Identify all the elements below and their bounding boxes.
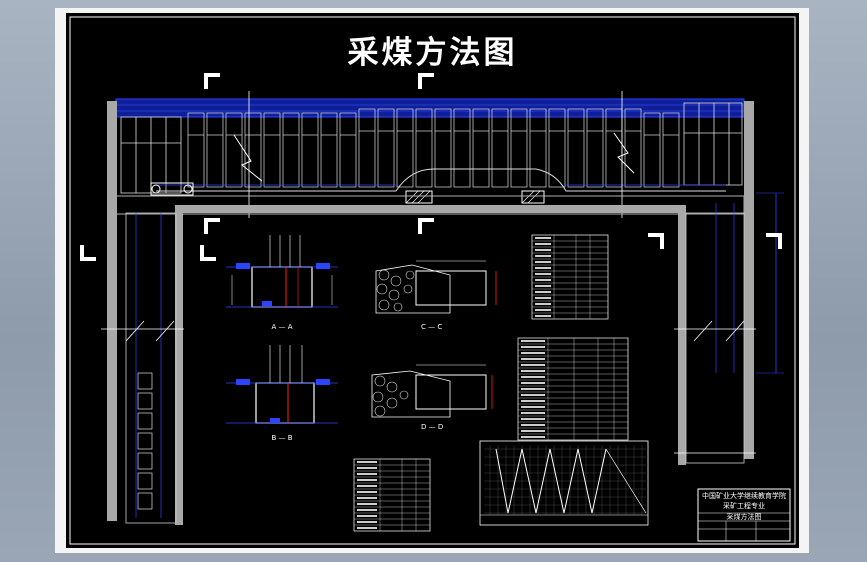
- section-c-c: C — C: [375, 260, 497, 331]
- drawing-area: 采煤方法图: [66, 13, 799, 548]
- section-b-b: B — B: [226, 345, 338, 442]
- section-mark-f: F: [418, 73, 434, 89]
- section-mark-c: C: [204, 218, 220, 234]
- section-mark-f-label: F: [426, 80, 430, 87]
- section-mark-c-label: C: [212, 225, 216, 232]
- border-frame: [69, 16, 796, 545]
- section-mark-a-right-label: A: [652, 241, 657, 248]
- section-mark-d: D: [418, 218, 434, 234]
- cycle-chart: [479, 440, 649, 526]
- section-mark-d-label: D: [426, 225, 431, 232]
- section-mark-b-left-label: B: [208, 251, 212, 258]
- section-mark-a-left-label: A: [88, 251, 93, 258]
- table-1: [531, 234, 609, 320]
- title-block-line2: 采矿工程专业: [723, 501, 765, 510]
- title-block-line1: 中国矿业大学继续教育学院: [702, 491, 786, 500]
- section-mark-b-right: B: [766, 233, 782, 249]
- table-2: [517, 337, 629, 441]
- section-mark-b-right-label: B: [770, 241, 774, 248]
- section-b-b-caption: B — B: [271, 434, 292, 442]
- title-block-line3: 采煤方法图: [727, 512, 762, 521]
- roadway-walls: [101, 101, 784, 525]
- section-a-a-caption: A — A: [271, 323, 292, 331]
- section-mark-b-left: B: [200, 245, 216, 261]
- section-mark-e: E: [204, 73, 220, 89]
- section-mark-a-left: A: [80, 245, 96, 261]
- section-mark-a-right: A: [648, 233, 664, 249]
- section-d-d: D — D: [371, 364, 493, 431]
- section-a-a: A — A: [226, 235, 338, 331]
- drawing-title: 采煤方法图: [347, 35, 518, 71]
- plan-view-coal-face: [115, 91, 745, 218]
- title-block: 中国矿业大学继续教育学院 采矿工程专业 采煤方法图: [697, 488, 791, 542]
- section-mark-e-label: E: [212, 80, 216, 87]
- section-d-d-caption: D — D: [421, 423, 443, 431]
- section-marks: E F C D A B A: [80, 73, 782, 261]
- table-3: [353, 458, 431, 532]
- cad-drawing: E F C D A B A: [69, 16, 796, 545]
- section-c-c-caption: C — C: [421, 323, 442, 331]
